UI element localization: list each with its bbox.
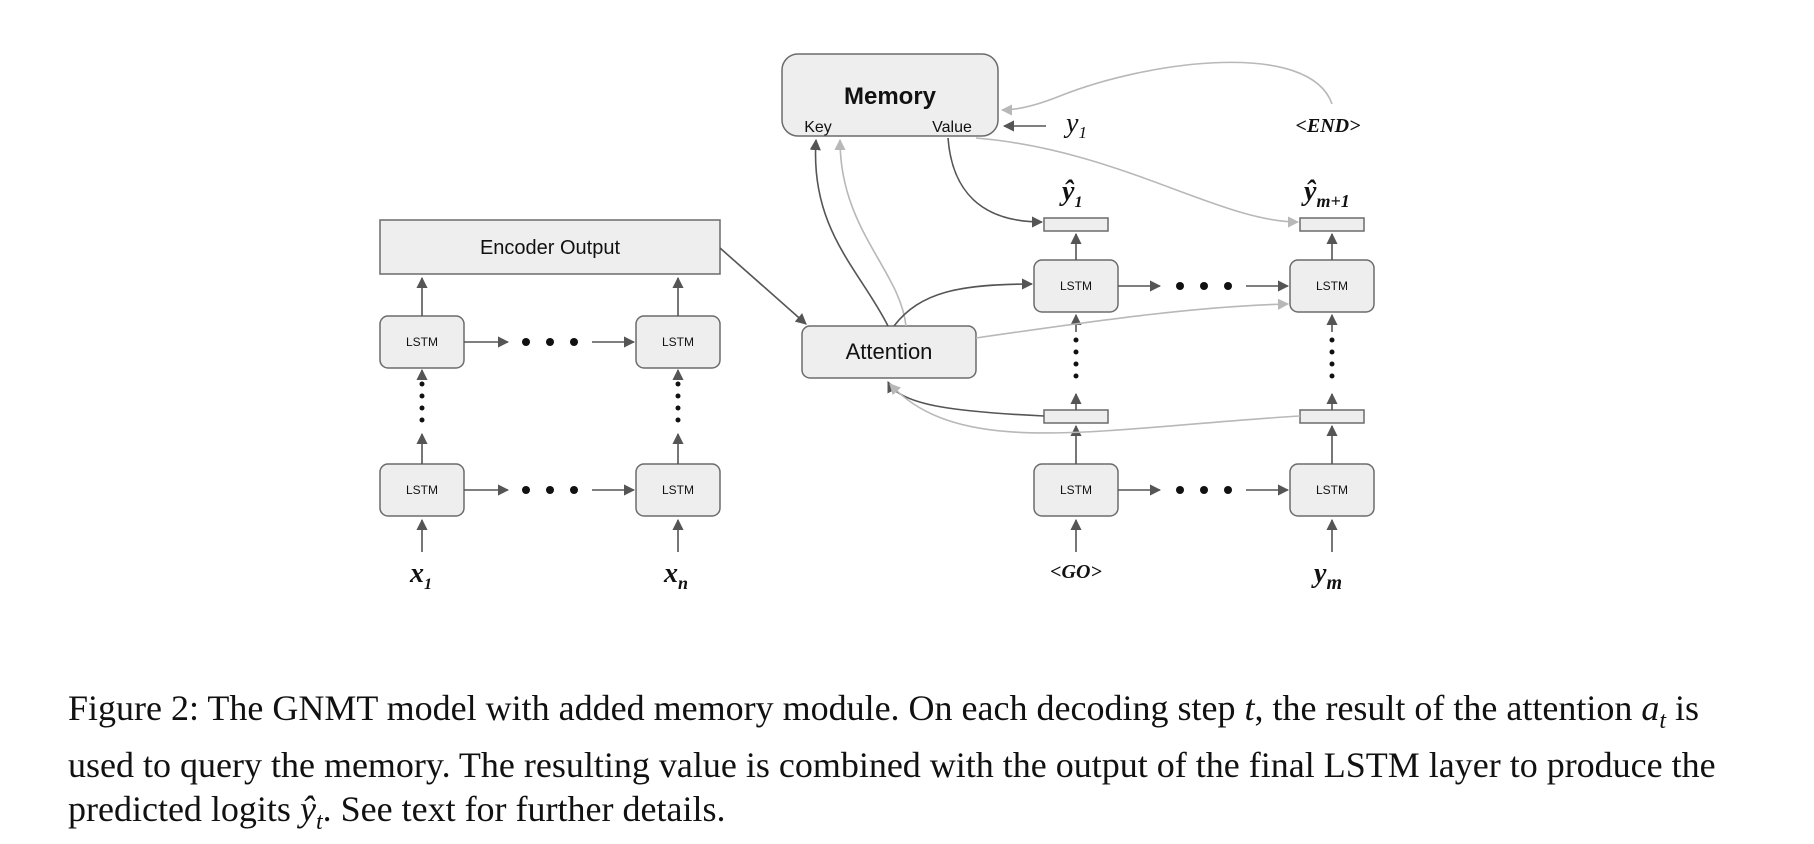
decoder-output-bar-right bbox=[1299, 217, 1365, 232]
arrow-attention-to-decoder-left bbox=[893, 278, 1034, 327]
input-xn: xn bbox=[663, 558, 688, 593]
memory-module: Memory Key Value bbox=[781, 53, 999, 137]
arrow-attention-to-decoder-right bbox=[975, 298, 1290, 339]
svg-text:LSTM: LSTM bbox=[406, 335, 438, 349]
decoder-lstm-bottom-left: LSTM bbox=[1033, 463, 1119, 517]
encoder-top-recurrence bbox=[464, 336, 636, 348]
decoder-concat-bar-left-bottom bbox=[1043, 409, 1109, 424]
encoder-lstm-bottom-right: LSTM bbox=[635, 463, 721, 517]
memory-title: Memory bbox=[844, 83, 937, 110]
arrow-end-to-memory bbox=[1000, 61, 1333, 116]
decoder-top-recurrence bbox=[1118, 280, 1290, 292]
decoder-lstm-top-right: LSTM bbox=[1289, 259, 1375, 313]
output-y1hat: ŷ1 bbox=[1059, 176, 1082, 211]
decoder-lstm-bottom-right: LSTM bbox=[1289, 463, 1375, 517]
decoder-concat-bar-right-bottom bbox=[1299, 409, 1365, 424]
encoder-bottom-recurrence bbox=[464, 484, 636, 496]
arrow-attention-to-key-dark bbox=[809, 138, 889, 327]
encoder-lstm-bottom-left: LSTM bbox=[379, 463, 465, 517]
arrow-encoder-to-attention bbox=[719, 247, 807, 325]
svg-text:Encoder Output: Encoder Output bbox=[480, 237, 621, 259]
output-ym1hat: ŷm+1 bbox=[1301, 176, 1350, 211]
memory-input-y1: y1 bbox=[1063, 108, 1087, 142]
decoder-lstm-top-left: LSTM bbox=[1033, 259, 1119, 313]
encoder-lstm-top-right: LSTM bbox=[635, 315, 721, 369]
decoder-bottom-recurrence bbox=[1118, 484, 1290, 496]
svg-text:LSTM: LSTM bbox=[662, 483, 694, 497]
arrow-value-to-output-left bbox=[947, 137, 1044, 228]
encoder-output: Encoder Output bbox=[379, 219, 721, 275]
arrow-value-to-output-right bbox=[975, 137, 1300, 228]
arrow-attention-to-key-light bbox=[834, 138, 907, 327]
end-token: <END> bbox=[1295, 115, 1360, 137]
gnmt-memory-diagram: Memory Key Value y1 <END> Encoder Output… bbox=[379, 53, 1375, 594]
figure-caption: Figure 2: The GNMT model with added memo… bbox=[68, 688, 1716, 836]
memory-key-label: Key bbox=[804, 119, 832, 136]
input-go-token: <GO> bbox=[1050, 561, 1102, 583]
svg-text:LSTM: LSTM bbox=[1316, 279, 1348, 293]
memory-value-label: Value bbox=[932, 119, 972, 136]
svg-text:Attention: Attention bbox=[846, 339, 933, 364]
encoder-vertical-arrows bbox=[416, 276, 684, 552]
input-x1: x1 bbox=[409, 558, 432, 593]
svg-text:LSTM: LSTM bbox=[406, 483, 438, 497]
arrow-bar-left-to-attention bbox=[887, 380, 1045, 417]
decoder-output-bar-left bbox=[1043, 217, 1109, 232]
input-ym: ym bbox=[1311, 558, 1342, 594]
attention-module: Attention bbox=[801, 325, 977, 379]
svg-text:LSTM: LSTM bbox=[1316, 483, 1348, 497]
svg-text:LSTM: LSTM bbox=[1060, 483, 1092, 497]
encoder-lstm-top-left: LSTM bbox=[379, 315, 465, 369]
svg-text:LSTM: LSTM bbox=[1060, 279, 1092, 293]
arrow-bar-right-to-attention bbox=[889, 383, 1301, 434]
svg-text:LSTM: LSTM bbox=[662, 335, 694, 349]
